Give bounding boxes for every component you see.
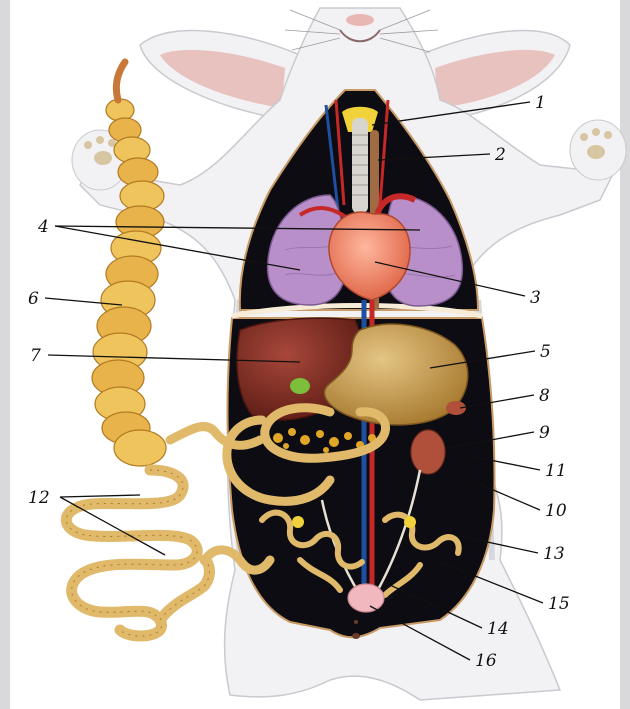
label-12: 12 (28, 488, 50, 508)
anus (352, 633, 360, 639)
gall-bladder (290, 378, 310, 394)
colon-haustra (72, 540, 198, 636)
ovary-right (404, 516, 416, 528)
nose (346, 14, 374, 26)
label-16: 16 (475, 651, 497, 671)
colon-loop (72, 540, 198, 636)
label-5: 5 (540, 342, 551, 362)
caecum-tip (116, 62, 125, 100)
label-1: 1 (535, 93, 546, 113)
kidney (411, 430, 445, 474)
leader-12a (60, 495, 140, 497)
left-side-band (0, 0, 10, 709)
label-10: 10 (545, 501, 567, 521)
label-6: 6 (28, 289, 39, 309)
label-2: 2 (494, 145, 506, 165)
right-front-paw (570, 120, 626, 180)
label-13: 13 (543, 544, 565, 564)
ovary-left (292, 516, 304, 528)
label-7: 7 (30, 346, 41, 366)
genital-opening (354, 620, 358, 624)
caecum-segment (114, 430, 166, 466)
label-8: 8 (539, 386, 550, 406)
bladder (348, 584, 384, 612)
label-3: 3 (530, 288, 541, 308)
label-4: 4 (37, 217, 49, 237)
right-side-band (620, 0, 630, 709)
label-14: 14 (487, 619, 509, 639)
label-9: 9 (539, 423, 550, 443)
label-15: 15 (548, 594, 570, 614)
label-11: 11 (545, 461, 567, 481)
